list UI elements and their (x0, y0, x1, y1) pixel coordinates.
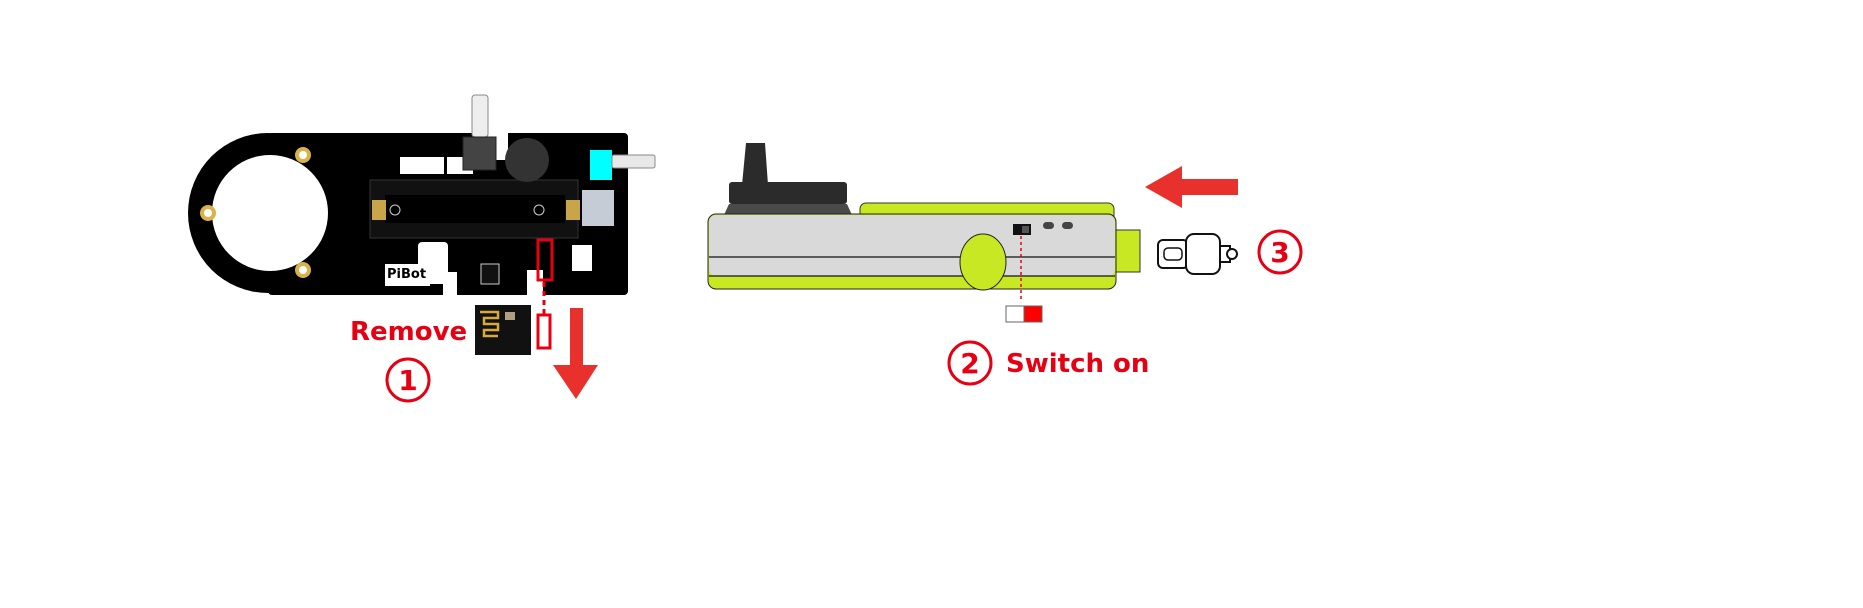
device (707, 143, 1141, 291)
battery-holder (369, 179, 580, 239)
step-2-number: 2 (960, 347, 979, 380)
step-1-badge: 1 (385, 357, 431, 403)
usb-c-plug-icon (1157, 233, 1238, 275)
rotary-encoder (462, 94, 497, 171)
indicator-light (1043, 222, 1054, 229)
board-brand-label: PiBot (387, 267, 426, 282)
mount-pads-icon (200, 147, 311, 278)
power-switch[interactable] (1013, 224, 1031, 235)
module-header-highlight (536, 238, 554, 282)
step-1-number: 1 (398, 364, 417, 397)
indicator-light (1062, 222, 1073, 229)
wifi-module (475, 305, 531, 355)
step-3-badge: 3 (1257, 229, 1303, 275)
switch-on-indicator-icon (1005, 305, 1043, 323)
speaker-icon (505, 138, 549, 182)
arrow-down-icon (553, 308, 598, 399)
step-3-number: 3 (1270, 236, 1289, 269)
step-1-label: Remove (350, 317, 467, 347)
pcb-board: PiBot (188, 94, 656, 300)
arrow-left-icon (1145, 166, 1238, 208)
module-pins-highlight (536, 313, 552, 350)
step-2-label: Switch on (1006, 349, 1149, 379)
step-2-badge: 2 (947, 340, 993, 386)
power-button[interactable] (959, 233, 1007, 291)
